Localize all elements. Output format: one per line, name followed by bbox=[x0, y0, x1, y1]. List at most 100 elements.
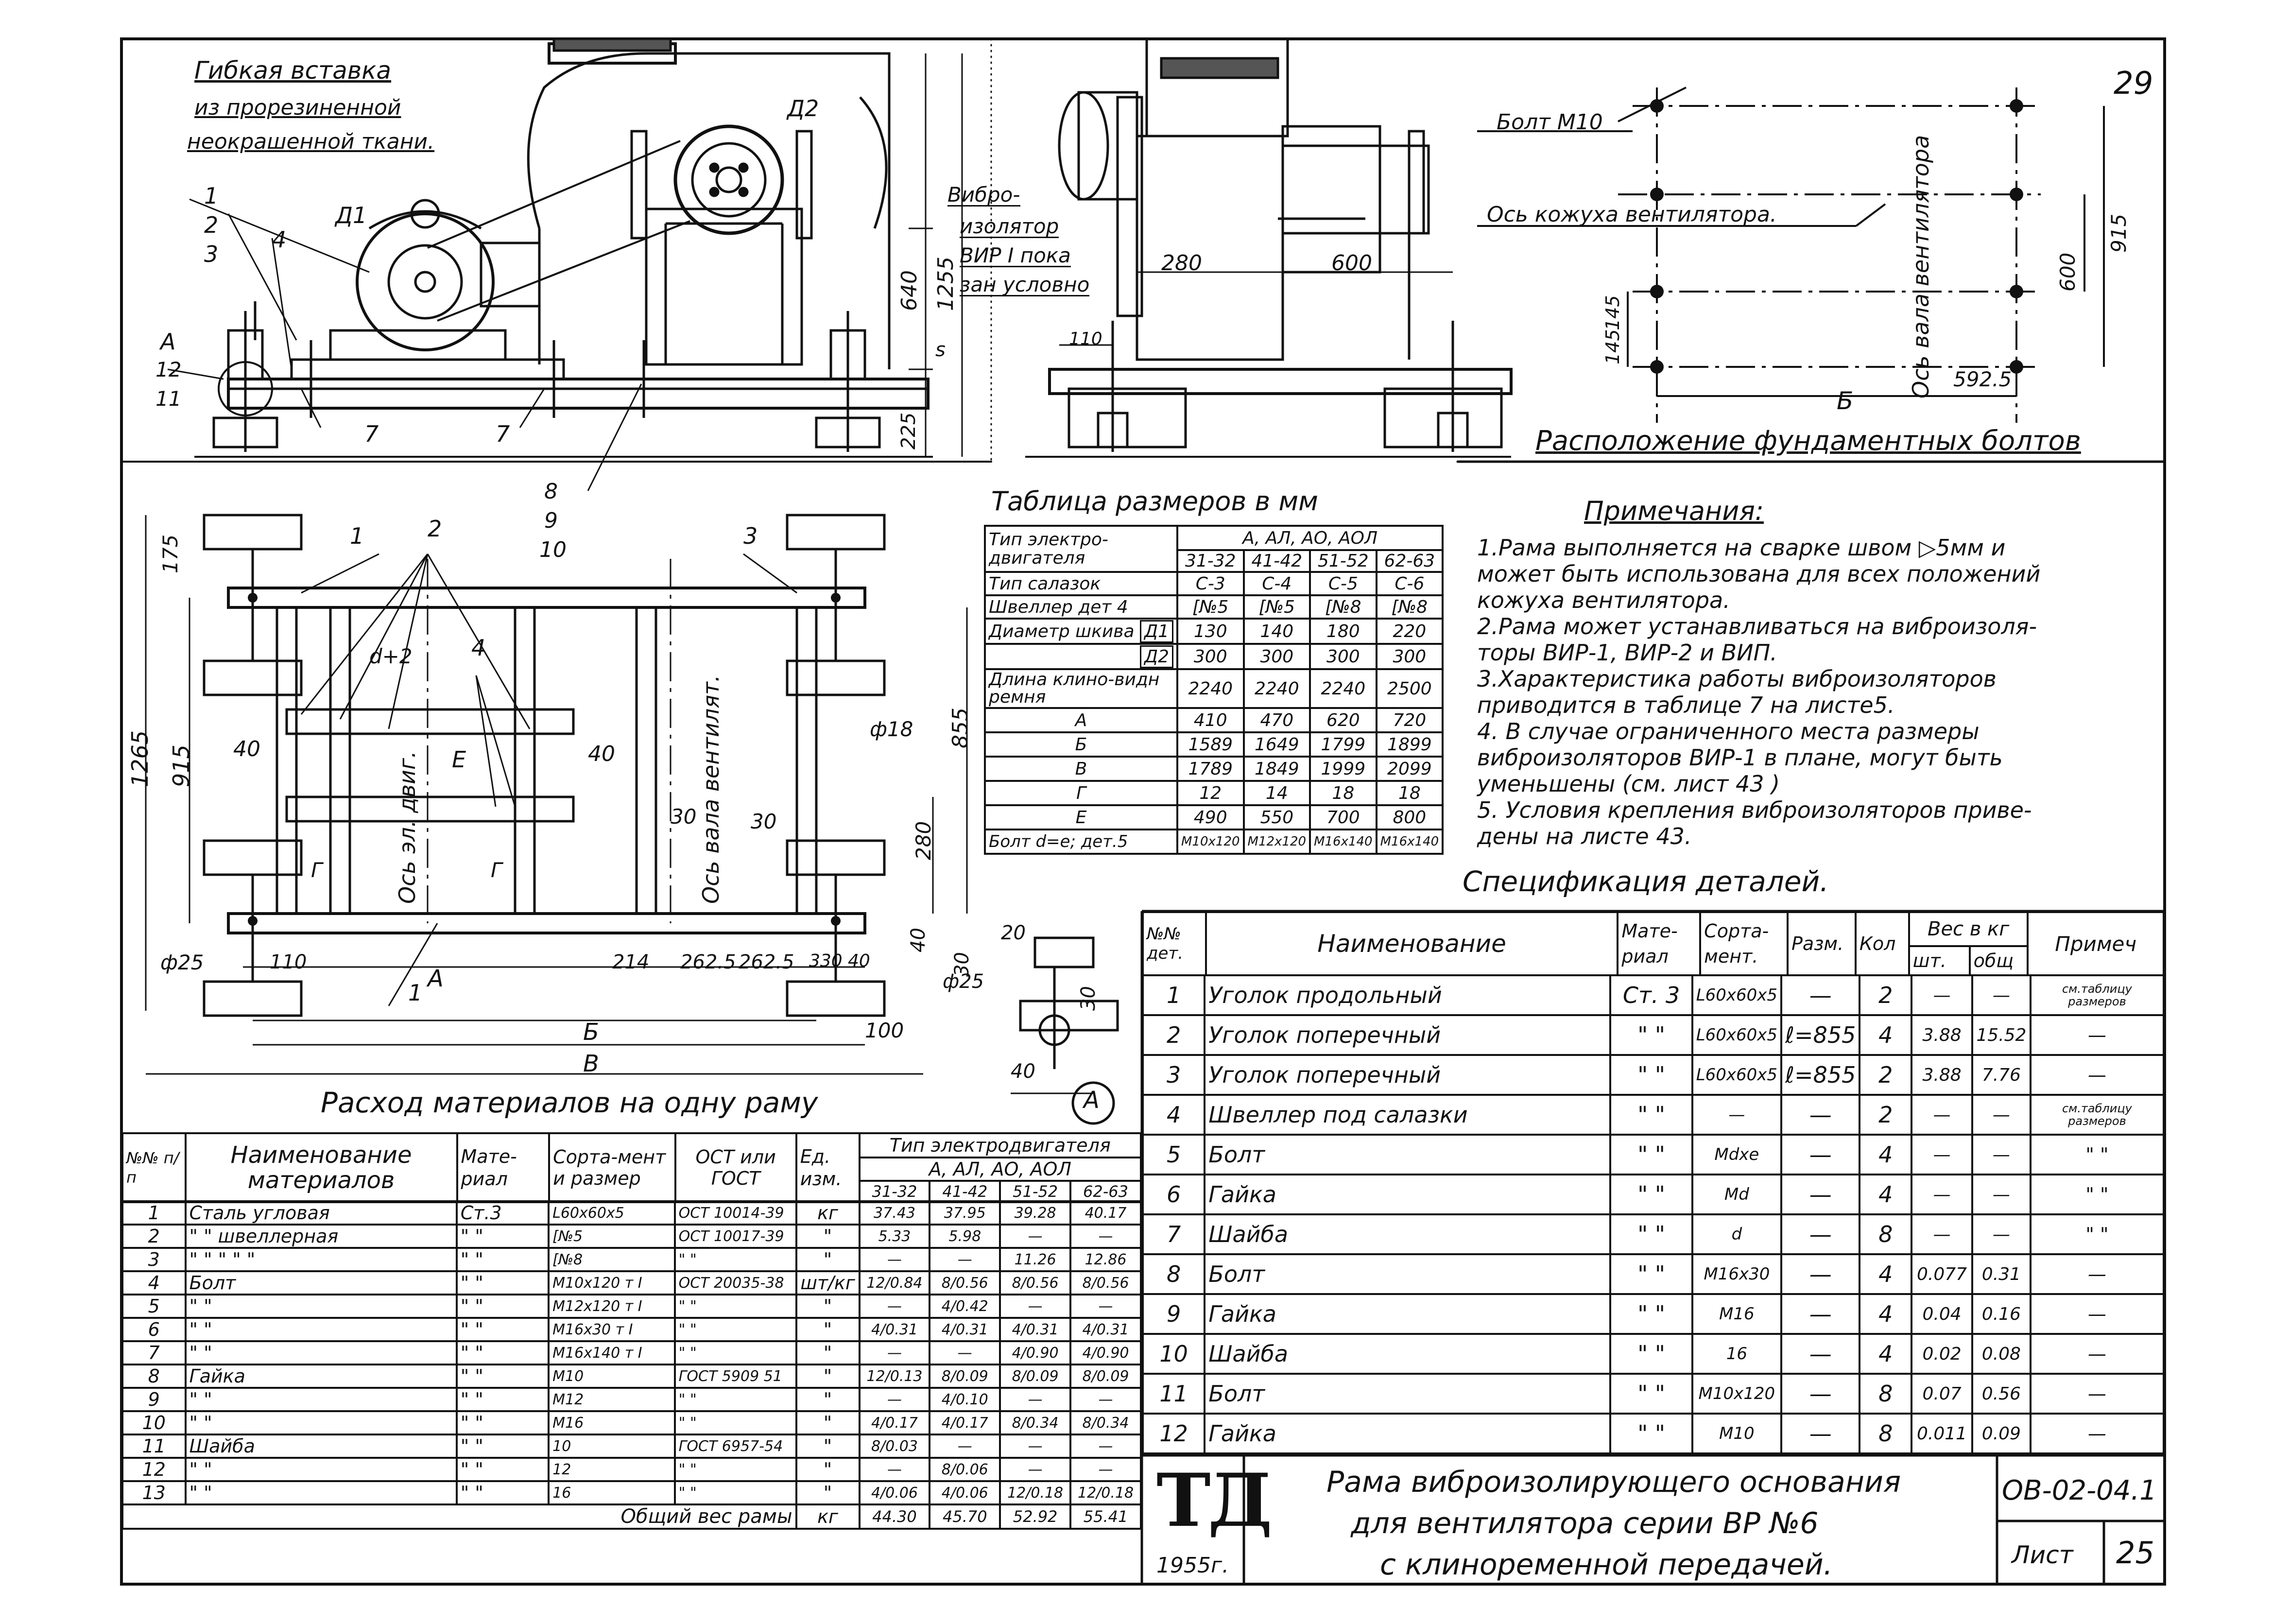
materials-cell: 9 bbox=[121, 1387, 187, 1412]
dim-225: 225 bbox=[897, 412, 920, 449]
title-line-1: Рама виброизолирующего основания bbox=[1326, 1465, 1901, 1499]
note-line: приводится в таблице 7 на листе5. bbox=[1477, 692, 1895, 718]
materials-cell: " " bbox=[673, 1480, 797, 1505]
size-row: Е 490 550 700 800 bbox=[984, 804, 1444, 830]
spec-head-qty: Кол bbox=[1854, 911, 1910, 976]
materials-cell: ГОСТ 6957-54 bbox=[673, 1434, 797, 1459]
materials-cell: 4/0.06 bbox=[858, 1480, 931, 1505]
dim-40-right: 40 bbox=[588, 742, 615, 766]
spec-head-name: Наименование bbox=[1205, 911, 1619, 976]
size-series-1: 41-42 bbox=[1242, 549, 1311, 573]
spec-cell: — bbox=[1780, 1213, 1861, 1255]
size-row-label: Диаметр шкива Д1 bbox=[984, 618, 1178, 645]
materials-cell: " " швеллерная bbox=[184, 1224, 458, 1249]
spec-cell: " " bbox=[1609, 1174, 1693, 1215]
dim-915-fb: 915 bbox=[2107, 213, 2131, 253]
pos-1-plan: 1 bbox=[350, 523, 364, 549]
spec-cell: " " bbox=[1609, 1413, 1693, 1454]
fan-shaft-axis-label: Ось вала вентилятора bbox=[1908, 135, 1934, 398]
dim-phi18: ф18 bbox=[870, 717, 913, 741]
size-row-label: Г bbox=[984, 780, 1178, 806]
motor-axis-label: Ось эл. двиг. bbox=[394, 751, 420, 904]
materials-cell: — bbox=[858, 1457, 931, 1482]
dim-5925-fb: 592.5 bbox=[1953, 367, 2012, 391]
flex-insert-label-1: Гибкая вставка bbox=[194, 56, 392, 85]
spec-cell: 2 bbox=[1141, 1014, 1206, 1056]
spec-cell: — bbox=[1971, 1094, 2032, 1136]
materials-total-label: Общий вес рамы bbox=[121, 1503, 797, 1530]
dim-2625-a: 262.5 bbox=[680, 951, 736, 973]
spec-head-size: Разм. bbox=[1787, 911, 1857, 976]
pulley-d2-label: Д2 bbox=[787, 95, 819, 121]
spec-cell: М16 bbox=[1691, 1293, 1783, 1335]
spec-cell: 0.02 bbox=[1911, 1333, 1973, 1375]
size-row-label: Е bbox=[984, 804, 1178, 830]
spec-cell: Болт bbox=[1204, 1253, 1612, 1295]
materials-cell: " bbox=[795, 1364, 861, 1389]
materials-total-value: 55.41 bbox=[1069, 1503, 1142, 1530]
materials-cell: " " bbox=[455, 1270, 550, 1296]
materials-cell: " " " " " bbox=[184, 1247, 458, 1272]
pos-7c: 7 bbox=[496, 421, 510, 447]
pos-1-bottom: 1 bbox=[408, 980, 423, 1006]
dim-30-a: 30 bbox=[671, 805, 697, 829]
notes-title: Примечания: bbox=[1584, 496, 1764, 526]
spec-cell: " " bbox=[1609, 1333, 1693, 1375]
materials-cell: 2 bbox=[121, 1224, 187, 1249]
spec-cell: Уголок поперечный bbox=[1204, 1014, 1612, 1056]
size-cell: 720 bbox=[1375, 707, 1444, 733]
materials-cell: М16 bbox=[548, 1410, 676, 1435]
spec-cell: 8 bbox=[1141, 1253, 1206, 1295]
spec-cell: — bbox=[1780, 1413, 1861, 1454]
spec-cell: 5 bbox=[1141, 1134, 1206, 1175]
bolt-m10-label: Болт М10 bbox=[1497, 110, 1603, 135]
dim-1265: 1265 bbox=[127, 730, 153, 787]
size-cell: 1649 bbox=[1242, 731, 1311, 758]
materials-cell: Сталь угловая bbox=[184, 1200, 458, 1226]
materials-cell: 5.98 bbox=[929, 1224, 1001, 1249]
spec-cell: М10х120 bbox=[1691, 1373, 1783, 1415]
materials-cell: " " bbox=[184, 1457, 458, 1482]
materials-cell: " bbox=[795, 1317, 861, 1342]
spec-cell: — bbox=[1691, 1094, 1783, 1136]
size-row-label-text: Диаметр шкива bbox=[989, 621, 1135, 641]
materials-cell: 8/0.56 bbox=[929, 1270, 1001, 1296]
materials-total-value: 52.92 bbox=[999, 1503, 1072, 1530]
size-cell: 14 bbox=[1242, 780, 1311, 806]
pos-5: 1 bbox=[204, 183, 219, 209]
materials-cell: " bbox=[795, 1224, 861, 1249]
mat-head-material: Мате-риал bbox=[456, 1132, 551, 1203]
spec-cell: 3.88 bbox=[1911, 1014, 1973, 1056]
materials-cell: — bbox=[929, 1247, 1001, 1272]
mat-series-3: 62-63 bbox=[1069, 1180, 1142, 1203]
size-cell: 410 bbox=[1176, 707, 1245, 733]
note-line: торы ВИР-1, ВИР-2 и ВИП. bbox=[1477, 639, 1777, 666]
spec-cell: " " bbox=[1609, 1373, 1693, 1415]
title-line-2: для вентилятора серии ВР №6 bbox=[1351, 1506, 1819, 1540]
dim-110-side: 110 bbox=[1069, 329, 1102, 349]
spec-cell: Уголок поперечный bbox=[1204, 1054, 1612, 1096]
materials-cell: " " bbox=[184, 1410, 458, 1435]
plan-a-label: А bbox=[428, 965, 444, 992]
materials-cell: 37.43 bbox=[858, 1200, 931, 1226]
spec-cell: 8 bbox=[1859, 1213, 1913, 1255]
det-phi25: ф25 bbox=[943, 970, 984, 993]
spec-cell: М10 bbox=[1691, 1413, 1783, 1454]
dim-d-plus-2: d+2 bbox=[369, 644, 413, 668]
materials-cell: " " bbox=[455, 1410, 550, 1435]
detail-a bbox=[1011, 936, 1119, 1125]
plan-b-label: Б bbox=[583, 1019, 599, 1046]
spec-cell: 0.077 bbox=[1911, 1253, 1973, 1295]
spec-cell: " " bbox=[1609, 1134, 1693, 1175]
spec-cell: — bbox=[1780, 1174, 1861, 1215]
materials-cell: " " bbox=[673, 1247, 797, 1272]
materials-cell: " " bbox=[184, 1387, 458, 1412]
materials-cell: ОСТ 10017-39 bbox=[673, 1224, 797, 1249]
materials-cell: " " bbox=[455, 1224, 550, 1249]
mat-head-section: Сорта-мент и размер bbox=[548, 1132, 676, 1203]
